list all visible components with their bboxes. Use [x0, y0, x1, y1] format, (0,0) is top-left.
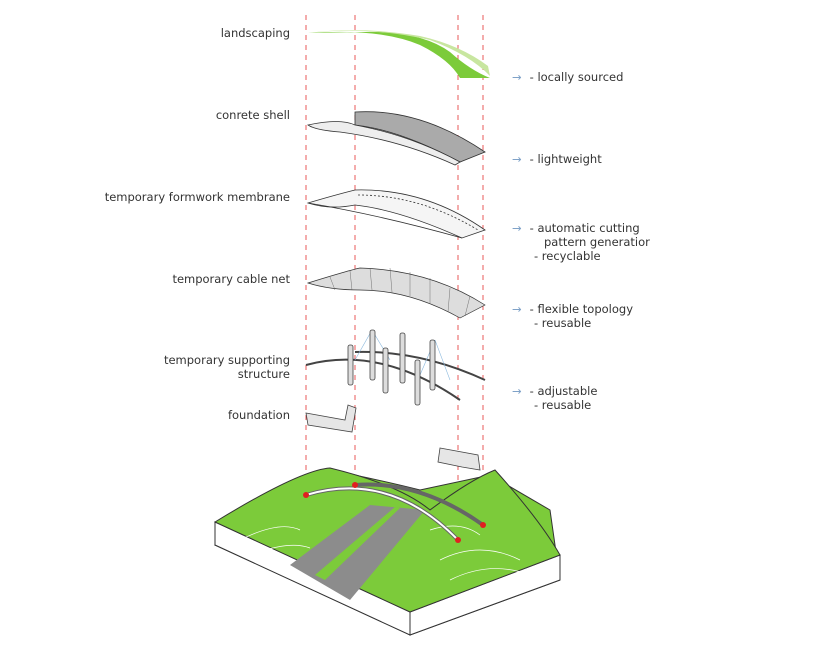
label-landscaping: landscaping [220, 26, 290, 40]
label-concrete-shell: conrete shell [215, 108, 290, 122]
note-text: pattern generatior [544, 235, 650, 249]
note-cable-net: → - flexible topology - reusable [512, 302, 633, 330]
arrow-icon: → [512, 302, 522, 316]
note-text: - lightweight [529, 152, 602, 166]
note-formwork-membrane: →- automatic cutting pattern generatior … [512, 221, 650, 263]
note-text: - reusable [534, 398, 592, 412]
label-supporting-structure: temporary supporting structure [163, 353, 290, 381]
arrow-icon: → [512, 70, 522, 84]
note-text: - adjustable [529, 384, 598, 398]
note-text: - flexible topology [529, 302, 634, 316]
arrow-icon: → [512, 221, 522, 235]
note-supporting-structure: → - adjustable - reusable [512, 384, 597, 412]
note-text: - locally sourced [529, 70, 624, 84]
landscaping-layer [308, 30, 490, 78]
note-text: - recyclable [534, 249, 601, 263]
foundation-layer [305, 404, 481, 471]
cable-net-layer [306, 267, 486, 319]
concrete-shell-layer [307, 111, 486, 166]
label-foundation: foundation [227, 408, 290, 422]
note-concrete-shell: → - lightweight [512, 152, 602, 166]
label-cable-net: temporary cable net [172, 272, 290, 286]
terrain-block [213, 467, 561, 636]
supporting-structure-layer [305, 329, 486, 406]
formwork-membrane-layer [306, 189, 486, 239]
note-text: - reusable [534, 316, 592, 330]
note-text: - automatic cutting [529, 221, 640, 235]
anchor-points [303, 482, 486, 543]
label-formwork-membrane: temporary formwork membrane [104, 190, 290, 204]
arrow-icon: → [512, 384, 522, 398]
note-landscaping: → - locally sourced [512, 70, 623, 84]
arrow-icon: → [512, 152, 522, 166]
